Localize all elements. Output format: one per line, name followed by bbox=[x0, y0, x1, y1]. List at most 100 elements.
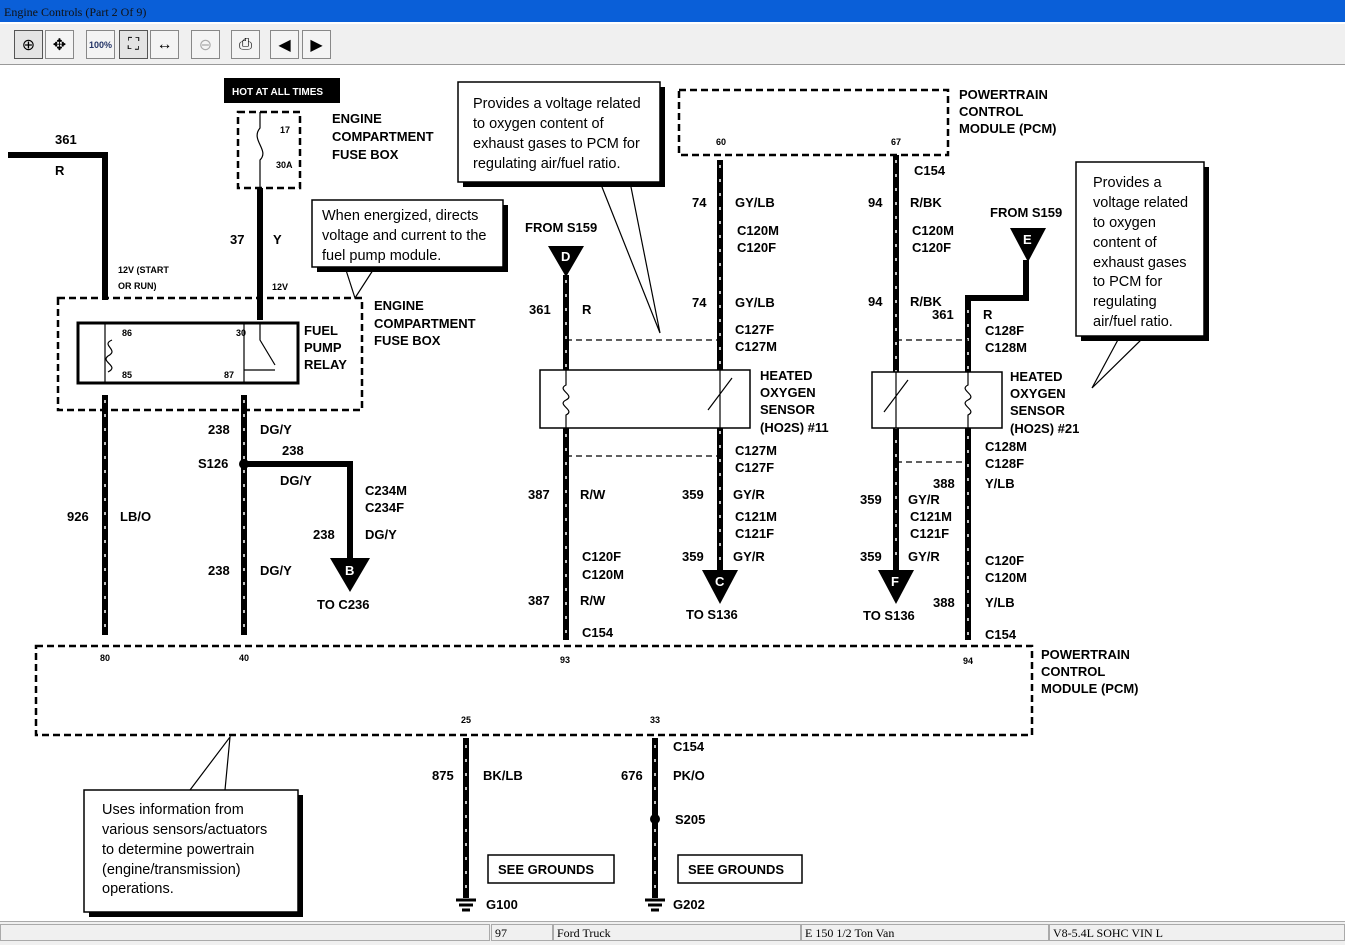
svg-text:(engine/transmission): (engine/transmission) bbox=[102, 862, 241, 878]
window-title-bar: Engine Controls (Part 2 Of 9) bbox=[0, 0, 1345, 22]
sensor-label: (HO2S) #21 bbox=[1010, 421, 1079, 436]
wire-color: GY/R bbox=[733, 549, 765, 564]
svg-text:air/fuel ratio.: air/fuel ratio. bbox=[1093, 314, 1173, 330]
connector-label: C121F bbox=[910, 526, 949, 541]
fuse-rating-label: 30A bbox=[276, 160, 293, 170]
wire-color: PK/O bbox=[673, 768, 705, 783]
status-bar: 97 Ford Truck E 150 1/2 Ton Van V8-5.4L … bbox=[0, 921, 1345, 945]
zoom-100-button[interactable]: 100% bbox=[86, 30, 115, 59]
wire-number: 74 bbox=[692, 295, 707, 310]
wire-number: 94 bbox=[868, 195, 883, 210]
previous-page-button[interactable]: ◀ bbox=[270, 30, 299, 59]
svg-text:fuel pump module.: fuel pump module. bbox=[322, 248, 441, 264]
connector-label: C154 bbox=[914, 163, 946, 178]
see-grounds-link[interactable] bbox=[677, 854, 803, 884]
callout-oxygen-sensor-11: Provides a voltage related to oxygen con… bbox=[457, 81, 665, 334]
wire-number: 359 bbox=[860, 492, 882, 507]
sensor-element-icon bbox=[883, 372, 972, 428]
voltage-label: OR RUN) bbox=[118, 281, 157, 291]
connector-c-triangle bbox=[702, 570, 738, 604]
wiring-diagram: HOT AT ALL TIMES 17 30A ENGINE COMPARTME… bbox=[8, 78, 1209, 917]
connector-label: C234M bbox=[365, 483, 407, 498]
toolbar: ⊕ ✥ 100% ⛶ ↔ ⊖ ⎙ ◀ ▶ bbox=[0, 24, 1345, 65]
see-grounds-label: SEE GROUNDS bbox=[498, 862, 594, 877]
pcm-pin: 80 bbox=[100, 653, 110, 663]
sensor-label: OXYGEN bbox=[760, 385, 816, 400]
pcm-pin: 33 bbox=[650, 715, 660, 725]
next-page-icon: ▶ bbox=[310, 36, 323, 54]
svg-text:voltage related: voltage related bbox=[1093, 195, 1188, 211]
see-grounds-link[interactable] bbox=[487, 854, 615, 884]
callout-oxygen-sensor-21: Provides a voltage related to oxygen con… bbox=[1075, 161, 1209, 389]
pcm-label: POWERTRAIN bbox=[1041, 647, 1130, 662]
sensor-label: SENSOR bbox=[1010, 403, 1066, 418]
zoom-fit-button[interactable]: ⛶ bbox=[119, 30, 148, 59]
connector-label: C127F bbox=[735, 322, 774, 337]
relay-pin: 30 bbox=[236, 328, 246, 338]
zoom-in-button[interactable]: ⊕ bbox=[14, 30, 43, 59]
pcm-label: MODULE (PCM) bbox=[1041, 681, 1139, 696]
connector-d-triangle bbox=[548, 246, 584, 277]
svg-text:When energized, directs: When energized, directs bbox=[322, 208, 478, 224]
callout-fuel-pump-relay: When energized, directs voltage and curr… bbox=[311, 199, 508, 300]
destination-label: TO S136 bbox=[863, 608, 915, 623]
heated-oxygen-sensor-21 bbox=[871, 371, 1003, 429]
ground-label: G202 bbox=[673, 897, 705, 912]
connector-label: C128M bbox=[985, 340, 1027, 355]
wire-number: 94 bbox=[868, 294, 883, 309]
wire-color: BK/LB bbox=[483, 768, 523, 783]
wire-number: 387 bbox=[528, 487, 550, 502]
svg-text:regulating: regulating bbox=[1093, 294, 1157, 310]
connector-label: C127M bbox=[735, 443, 777, 458]
wire-number: 74 bbox=[692, 195, 707, 210]
source-label: FROM S159 bbox=[525, 220, 597, 235]
wire-number: 361 bbox=[55, 132, 77, 147]
relay-coil-switch-icon bbox=[104, 323, 276, 383]
pan-button[interactable]: ✥ bbox=[45, 30, 74, 59]
wire-number: 37 bbox=[230, 232, 244, 247]
hot-at-all-times-label: HOT AT ALL TIMES bbox=[232, 87, 323, 98]
wire-number: 359 bbox=[682, 549, 704, 564]
status-model: E 150 1/2 Ton Van bbox=[801, 924, 1049, 941]
connector-label: C128M bbox=[985, 439, 1027, 454]
pcm-module-top bbox=[677, 88, 950, 157]
fuse-box-label: FUSE BOX bbox=[374, 333, 441, 348]
pcm-label: MODULE (PCM) bbox=[959, 121, 1057, 136]
wire-number: 359 bbox=[860, 549, 882, 564]
wire-color: Y/LB bbox=[985, 595, 1015, 610]
zoom-in-icon: ⊕ bbox=[21, 36, 36, 54]
next-page-button[interactable]: ▶ bbox=[302, 30, 331, 59]
relay-pin: 86 bbox=[122, 328, 132, 338]
svg-text:various sensors/actuators: various sensors/actuators bbox=[102, 822, 267, 838]
svg-text:exhaust gases: exhaust gases bbox=[1093, 255, 1187, 271]
connector-label: C154 bbox=[582, 625, 614, 640]
connector-label: C127M bbox=[735, 339, 777, 354]
print-button[interactable]: ⎙ bbox=[231, 30, 260, 59]
wire-number: 875 bbox=[432, 768, 454, 783]
wire-color: DG/Y bbox=[280, 473, 312, 488]
wire-color: GY/R bbox=[908, 549, 940, 564]
sensor-element-icon bbox=[562, 370, 733, 428]
wire-number: 359 bbox=[682, 487, 704, 502]
wire-number: 388 bbox=[933, 595, 955, 610]
wire-color: GY/LB bbox=[735, 195, 775, 210]
connector-label: C154 bbox=[985, 627, 1017, 642]
wire-361-r bbox=[8, 152, 108, 300]
zoom-width-button[interactable]: ↔ bbox=[150, 30, 179, 59]
connector-label: C120F bbox=[912, 240, 951, 255]
connector-label: C120F bbox=[737, 240, 776, 255]
ground-icon bbox=[456, 898, 476, 912]
zoom-out-button[interactable]: ⊖ bbox=[191, 30, 220, 59]
svg-text:to PCM for: to PCM for bbox=[1093, 274, 1162, 290]
pcm-module bbox=[34, 644, 1034, 737]
svg-text:exhaust gases to PCM for: exhaust gases to PCM for bbox=[473, 136, 640, 152]
wire-number: 238 bbox=[313, 527, 335, 542]
connector-label: C234F bbox=[365, 500, 404, 515]
fuse-box-label: ENGINE bbox=[332, 111, 382, 126]
wire-number: 926 bbox=[67, 509, 89, 524]
svg-text:regulating air/fuel ratio.: regulating air/fuel ratio. bbox=[473, 156, 621, 172]
ground-icon bbox=[645, 898, 665, 912]
svg-text:to oxygen content of: to oxygen content of bbox=[473, 116, 605, 132]
status-empty bbox=[0, 924, 490, 941]
wire-color: GY/R bbox=[908, 492, 940, 507]
